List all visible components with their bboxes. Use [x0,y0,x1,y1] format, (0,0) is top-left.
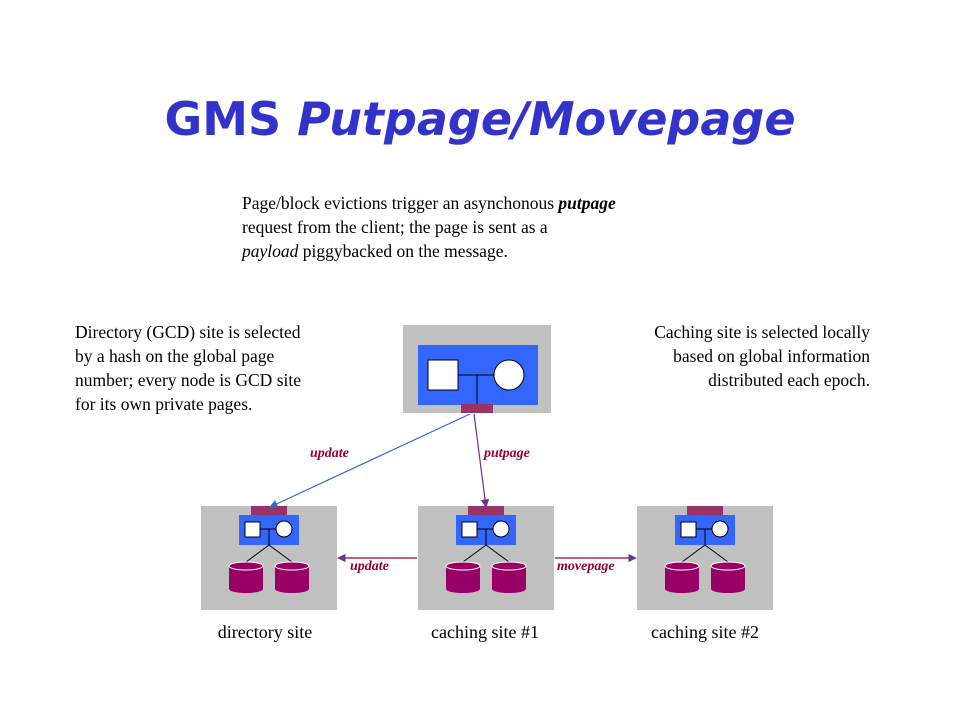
caching-site-1-node [418,506,554,610]
title-main: Putpage/Movepage [297,92,796,146]
caching-note-line: Caching site is selected locally [654,322,870,342]
disk-icon [445,561,481,593]
cpu-square-icon [461,521,478,538]
caching-site-2-node [637,506,773,610]
caching1-node-port [468,506,504,515]
update-label-top: update [310,446,349,461]
cpu-square-icon [244,521,261,538]
putpage-arrow-to-caching1 [473,413,490,508]
caching-note-line: based on global information [673,346,870,366]
caching-note-line: distributed each epoch. [708,370,870,390]
caching-note: Caching site is selected locally based o… [560,320,870,392]
caching2-node-port [687,506,723,515]
intro-line-3-text: piggybacked on the message. [298,241,508,261]
directory-note-line: for its own private pages. [75,394,253,414]
putpage-label: putpage [484,446,530,461]
movepage-label: movepage [557,559,615,574]
disk-icon [228,561,264,593]
cpu-square-icon [427,359,459,391]
client-node-port [461,404,493,413]
intro-paragraph: Page/block evictions trigger an asynchon… [242,191,732,263]
cpu-square-icon [680,521,697,538]
directory-site-label: directory site [217,622,313,642]
intro-line-1: Page/block evictions trigger an asynchon… [242,191,732,215]
disk-icon [274,561,310,593]
intro-payload-term: payload [242,241,299,261]
intro-line-1-text: Page/block evictions trigger an asynchon… [242,193,559,213]
memory-circle-icon [492,520,510,538]
intro-line-3: payload piggybacked on the message. [242,239,732,263]
update-label-bottom: update [350,559,389,574]
intro-putpage-term: putpage [558,193,616,213]
caching-site-2-label: caching site #2 [651,622,759,642]
disk-icon [710,561,746,593]
disk-icon [491,561,527,593]
intro-line-2: request from the client; the page is sen… [242,217,548,237]
directory-note-line: number; every node is GCD site [75,370,301,390]
memory-circle-icon [493,359,525,391]
memory-circle-icon [275,520,293,538]
client-node [403,325,551,413]
disk-icon [664,561,700,593]
title-prefix: GMS [164,92,282,146]
memory-circle-icon [711,520,729,538]
update-arrow-to-directory [269,413,471,508]
directory-note-line: by a hash on the global page [75,346,275,366]
directory-site-node [201,506,337,610]
page-title: GMS Putpage/Movepage [0,92,960,146]
caching-site-1-label: caching site #1 [431,622,539,642]
directory-node-port [251,506,287,515]
directory-note-line: Directory (GCD) site is selected [75,322,301,342]
directory-note: Directory (GCD) site is selected by a ha… [75,320,375,416]
